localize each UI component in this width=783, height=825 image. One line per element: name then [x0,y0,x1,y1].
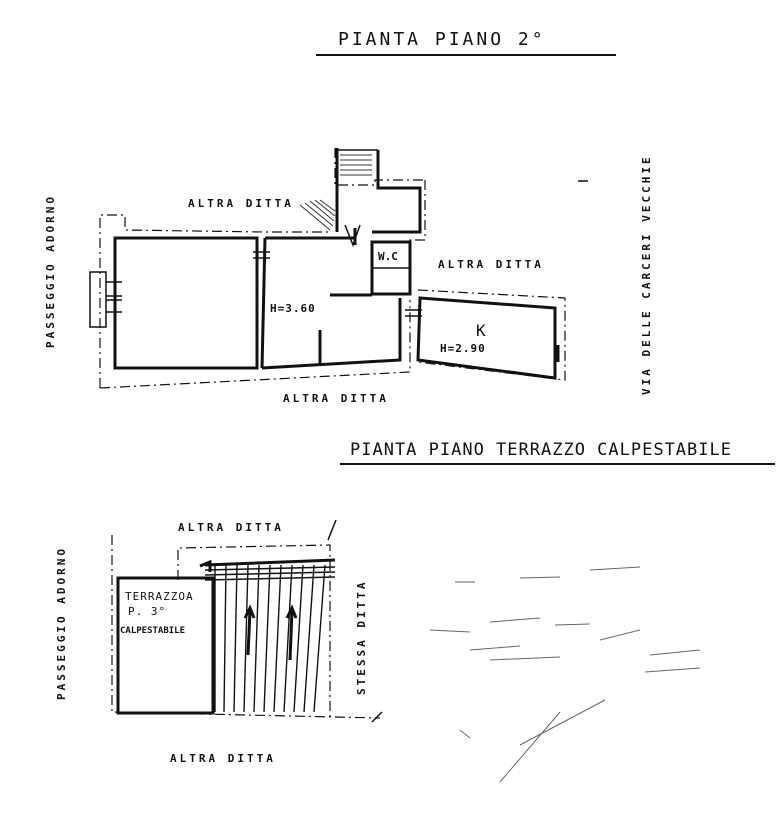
upper-stair-treads [340,154,372,176]
kitchen-height-label: H=2.90 [440,342,486,355]
floor2-right-street-label: VIA DELLE CARCERI VECCHIE [640,154,653,395]
terrace-room-label-3: CALPESTABILE [120,626,186,636]
floor2-title: PIANTA PIANO 2° [338,29,546,50]
terrace-room-label-1: TERRAZZOA [125,590,194,603]
terrace-label-altra-ditta-bottom: ALTRA DITTA [170,752,276,765]
terrace-title: PIANTA PIANO TERRAZZO CALPESTABILE [350,440,732,460]
floor2-label-altra-ditta-bottom: ALTRA DITTA [283,392,389,405]
terrace-right-label: STESSA DITTA [355,579,368,695]
terrace-left-street-label: PASSEGGIO ADORNO [55,546,68,700]
terrace-room [116,576,215,715]
roof-slope-hatching [214,564,326,713]
kitchen-label: K [476,321,489,340]
second-floor-plan [89,148,588,389]
room-height-label: H=3.60 [270,302,316,315]
terrace-title-underline [340,463,775,465]
floor2-label-altra-ditta-top: ALTRA DITTA [188,197,294,210]
floor2-title-underline [316,54,616,56]
faint-signature-marks [429,566,701,783]
terrace-plan [111,519,383,723]
terrace-room-label-2: P. 3° [128,605,167,618]
floor2-label-altra-ditta-right: ALTRA DITTA [438,258,544,271]
wc-label: W.C [378,250,398,263]
lower-stair-treads [299,199,336,231]
floor2-left-street-label: PASSEGGIO ADORNO [44,194,57,348]
property-boundary [99,214,330,388]
terrace-label-altra-ditta-top: ALTRA DITTA [178,521,284,534]
kitchen-room [416,296,557,380]
left-room [113,236,259,370]
